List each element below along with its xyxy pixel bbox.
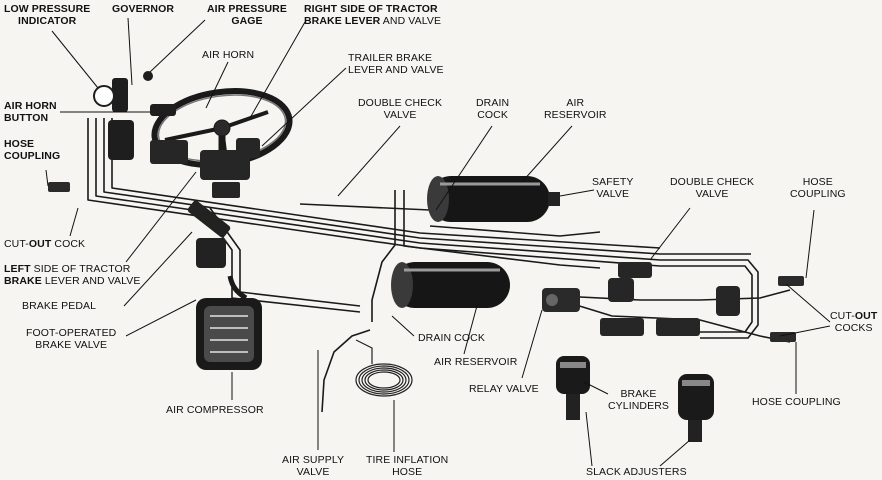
label-governor: GOVERNOR (112, 3, 175, 15)
leader-lines (45, 17, 831, 467)
brake-cylinder-left (556, 356, 590, 420)
label-hose-coupling-bottom: HOSE COUPLING (752, 396, 841, 408)
hose-couplings (48, 182, 804, 342)
dash-components (93, 71, 176, 160)
label-air-compressor: AIR COMPRESSOR (166, 404, 264, 416)
label-brake-pedal: BRAKE PEDAL (22, 300, 97, 312)
label-cut-out-cock: CUT-OUT COCK (4, 238, 86, 250)
lower-air-reservoir (391, 262, 510, 308)
label-air-reservoir-mid: AIR RESERVOIR (434, 356, 518, 368)
trailer-valves (600, 262, 740, 336)
upper-air-reservoir (427, 176, 560, 222)
relay-valve-unit (542, 288, 580, 312)
tire-inflation-hose-coil (355, 339, 413, 397)
label-air-horn: AIR HORN (202, 49, 255, 61)
brake-pedal-assembly (187, 200, 231, 268)
air-compressor-unit (196, 275, 262, 370)
label-relay-valve: RELAY VALVE (469, 383, 539, 395)
steering-column-valves (150, 138, 260, 198)
label-slack-adjusters: SLACK ADJUSTERS (586, 466, 687, 478)
brake-cylinder-right (678, 374, 714, 442)
supply-line (321, 329, 371, 413)
label-drain-cock-mid: DRAIN COCK (418, 332, 485, 344)
